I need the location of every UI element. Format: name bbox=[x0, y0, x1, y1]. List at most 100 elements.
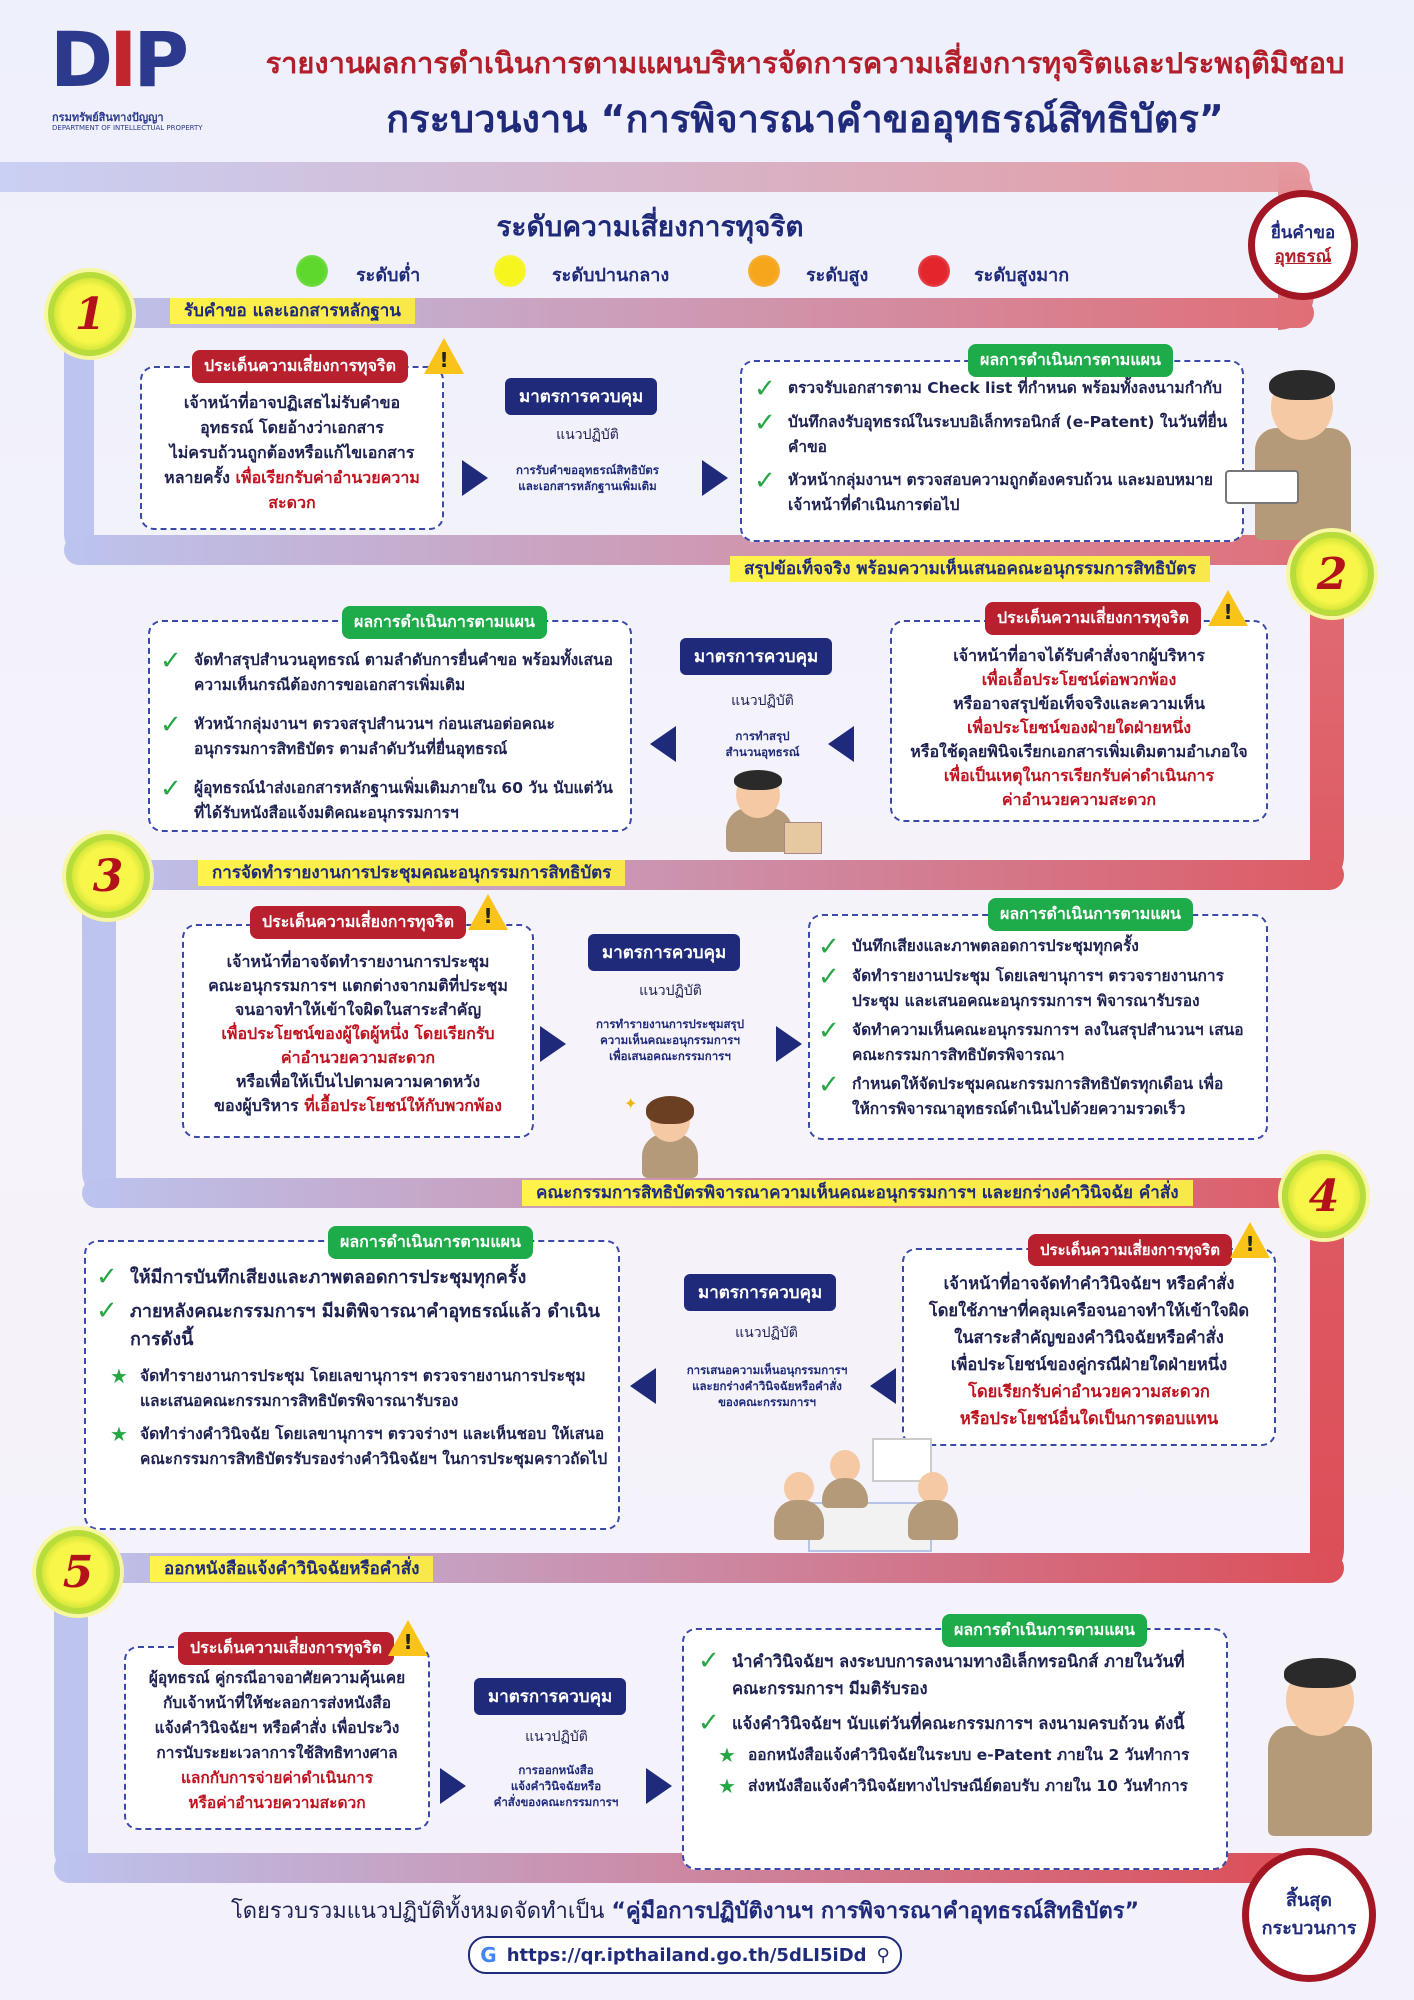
meeting-illustration bbox=[768, 1428, 968, 1548]
step-1-risk-badge: ประเด็นความเสี่ยงการทุจริต bbox=[192, 350, 408, 383]
process-title: กระบวนงาน “การพิจารณาคำขออุทธรณ์สิทธิบัต… bbox=[230, 88, 1380, 149]
step-2-guideline-label: แนวปฏิบัติ bbox=[680, 690, 845, 712]
qr-link[interactable]: G https://qr.ipthailand.go.th/5dLI5iDd ⚲ bbox=[468, 1936, 902, 1974]
legend-dot-high bbox=[748, 255, 780, 287]
step-4-result-badge: ผลการดำเนินการตามแผน bbox=[328, 1226, 533, 1259]
arrow-left-icon bbox=[870, 1368, 896, 1404]
star-icon: ★ bbox=[110, 1422, 140, 1446]
star-icon: ★ bbox=[718, 1774, 748, 1798]
step-4-risk-badge: ประเด็นความเสี่ยงการทุจริต bbox=[1028, 1234, 1232, 1266]
step-3-guideline-label: แนวปฏิบัติ bbox=[588, 980, 753, 1002]
step-3-risk-line: หรือเพื่อให้เป็นไปตามความคาดหวัง bbox=[190, 1070, 526, 1094]
result-item: ✓ให้มีการบันทึกเสียงและภาพตลอดการประชุมท… bbox=[96, 1264, 610, 1292]
result-item: ✓แจ้งคำวินิจฉัยฯ นับแต่วันที่คณะกรรมการฯ… bbox=[698, 1710, 1218, 1737]
step-5-circle: 5 bbox=[36, 1530, 120, 1614]
step-3-result-badge: ผลการดำเนินการตามแผน bbox=[988, 898, 1193, 931]
result-item: ✓จัดทำรายงานประชุม โดยเลขานุการฯ ตรวจราย… bbox=[818, 964, 1260, 1014]
sub-result-item: ★จัดทำร่างคำวินิจฉัย โดยเลขานุการฯ ตรวจร… bbox=[110, 1422, 610, 1472]
report-title: รายงานผลการดำเนินการตามแผนบริหารจัดการคว… bbox=[230, 40, 1380, 86]
step-2-risk-line: เจ้าหน้าที่อาจได้รับคำสั่งจากผู้บริหาร bbox=[898, 644, 1260, 668]
check-icon: ✓ bbox=[160, 648, 194, 674]
check-icon: ✓ bbox=[754, 468, 788, 494]
result-item: ✓ผู้อุทธรณ์นำส่งเอกสารหลักฐานเพิ่มเติมภา… bbox=[160, 776, 622, 826]
result-item: ✓บันทึกเสียงและภาพตลอดการประชุมทุกครั้ง bbox=[818, 934, 1260, 960]
step-3-risk-line: ของผู้บริหาร bbox=[214, 1096, 299, 1115]
step-4-guideline-text: การเสนอความเห็นอนุกรรมการฯ bbox=[656, 1362, 878, 1378]
step-4-risk-line: โดยใช้ภาษาที่คลุมเครือจนอาจทำให้เข้าใจผิ… bbox=[908, 1297, 1270, 1324]
result-item: ✓หัวหน้ากลุ่มงานฯ ตรวจสรุปสำนวนฯ ก่อนเสน… bbox=[160, 712, 622, 762]
arrow-right-icon bbox=[776, 1026, 802, 1062]
footer-note: โดยรวบรวมแนวปฏิบัติทั้งหมดจัดทำเป็น “คู่… bbox=[100, 1893, 1270, 1928]
legend-dot-low bbox=[296, 255, 328, 287]
step-4-guideline-label: แนวปฏิบัติ bbox=[684, 1322, 849, 1344]
step-4-label: คณะกรรมการสิทธิบัตรพิจารณาความเห็นคณะอนุ… bbox=[522, 1180, 1193, 1206]
legend-dot-medium bbox=[494, 255, 526, 287]
step-4-circle: 4 bbox=[1282, 1154, 1366, 1238]
step-1-guideline-text: การรับคำขออุทธรณ์สิทธิบัตร bbox=[490, 462, 685, 478]
step-3-result-box: ✓บันทึกเสียงและภาพตลอดการประชุมทุกครั้ง … bbox=[808, 914, 1268, 1140]
step-5-risk-line: หรือค่าอำนวยความสะดวก bbox=[128, 1791, 426, 1816]
check-icon: ✓ bbox=[818, 1072, 852, 1098]
step-4-control-badge: มาตรการควบคุม bbox=[684, 1274, 836, 1311]
warning-icon: ! bbox=[388, 1620, 428, 1658]
step-2-circle: 2 bbox=[1290, 532, 1374, 616]
step-2-risk-line: เพื่อเอื้อประโยชน์ต่อพวกพ้อง bbox=[898, 668, 1260, 692]
step-1-guideline-label: แนวปฏิบัติ bbox=[505, 424, 670, 446]
step-4-risk-line: ในสาระสำคัญของคำวินิจฉัยหรือคำสั่ง bbox=[908, 1324, 1270, 1351]
step-3-risk-line: คณะอนุกรรมการฯ แตกต่างจากมติที่ประชุม bbox=[190, 974, 526, 998]
check-icon: ✓ bbox=[818, 964, 852, 990]
footer-manual-title: “คู่มือการปฏิบัติงานฯ การพิจารณาคำอุทธรณ… bbox=[611, 1899, 1139, 1924]
star-icon: ★ bbox=[718, 1743, 748, 1767]
step-5-risk-line: แลกกับการจ่ายค่าดำเนินการ bbox=[128, 1766, 426, 1791]
warning-icon: ! bbox=[1208, 590, 1248, 628]
step-4-result-box: ✓ให้มีการบันทึกเสียงและภาพตลอดการประชุมท… bbox=[84, 1240, 620, 1530]
warning-icon: ! bbox=[468, 894, 508, 932]
step-1-risk-line: ไม่ครบถ้วนถูกต้องหรือแก้ไขเอกสาร bbox=[150, 440, 434, 465]
step-1-risk-line: หลายครั้ง bbox=[164, 468, 230, 487]
legend-label-very-high: ระดับสูงมาก bbox=[974, 260, 1069, 289]
step-1-risk-line: อุทธรณ์ โดยอ้างว่าเอกสาร bbox=[150, 415, 434, 440]
arrow-right-icon bbox=[462, 460, 488, 496]
qr-link-url[interactable]: https://qr.ipthailand.go.th/5dLI5iDd bbox=[507, 1945, 867, 1966]
start-ring: ยื่นคำขอ อุทธรณ์ bbox=[1248, 190, 1358, 300]
step-1-risk-box: เจ้าหน้าที่อาจปฏิเสธไม่รับคำขอ อุทธรณ์ โ… bbox=[140, 366, 444, 530]
result-item: ✓จัดทำสรุปสำนวนอุทธรณ์ ตามลำดับการยื่นคำ… bbox=[160, 648, 622, 698]
step-5-risk-line: กับเจ้าหน้าที่ให้ชะลอการส่งหนังสือ bbox=[128, 1691, 426, 1716]
result-item: ✓ภายหลังคณะกรรมการฯ มีมติพิจารณาคำอุทธรณ… bbox=[96, 1298, 610, 1354]
sub-result-item: ★ส่งหนังสือแจ้งคำวินิจฉัยทางไปรษณีย์ตอบร… bbox=[718, 1774, 1218, 1799]
search-icon: ⚲ bbox=[877, 1945, 890, 1966]
result-item: ✓จัดทำความเห็นคณะอนุกรรมการฯ ลงในสรุปสำน… bbox=[818, 1018, 1260, 1068]
result-item: ✓นำคำวินิจฉัยฯ ลงระบบการลงนามทางอิเล็กทร… bbox=[698, 1648, 1218, 1702]
step-4-guideline-text: ของคณะกรรมการฯ bbox=[656, 1394, 878, 1410]
step-3-guideline-text: ความเห็นคณะอนุกรรมการฯ bbox=[570, 1032, 770, 1048]
result-item: ✓ตรวจรับเอกสารตาม Check list ที่กำหนด พร… bbox=[754, 376, 1230, 402]
legend-title: ระดับความเสี่ยงการทุจริต bbox=[400, 205, 900, 249]
step-1-control-badge: มาตรการควบคุม bbox=[505, 378, 657, 415]
sub-result-item: ★จัดทำรายงานการประชุม โดยเลขานุการฯ ตรวจ… bbox=[110, 1364, 610, 1414]
step-4-risk-line: เจ้าหน้าที่อาจจัดทำคำวินิจฉัยฯ หรือคำสั่… bbox=[908, 1270, 1270, 1297]
step-5-risk-badge: ประเด็นความเสี่ยงการทุจริต bbox=[178, 1632, 394, 1665]
legend-dot-very-high bbox=[918, 255, 950, 287]
step-4-risk-line: โดยเรียกรับค่าอำนวยความสะดวก bbox=[908, 1378, 1270, 1405]
step-2-risk-line: หรือใช้ดุลยพินิจเรียกเอกสารเพิ่มเติมตามอ… bbox=[898, 740, 1260, 764]
arrow-right-icon bbox=[646, 1768, 672, 1804]
check-icon: ✓ bbox=[754, 410, 788, 436]
step-2-guideline-text: สำนวนอุทธรณ์ bbox=[680, 744, 845, 760]
check-icon: ✓ bbox=[698, 1710, 732, 1736]
officer-illustration bbox=[700, 772, 820, 852]
step-3-circle: 3 bbox=[66, 834, 150, 918]
result-item: ✓บันทึกลงรับอุทธรณ์ในระบบอิเล็กทรอนิกส์ … bbox=[754, 410, 1230, 460]
step-2-risk-badge: ประเด็นความเสี่ยงการทุจริต bbox=[985, 602, 1201, 635]
step-3-control-badge: มาตรการควบคุม bbox=[588, 934, 740, 971]
step-5-risk-line: ผู้อุทธรณ์ คู่กรณีอาจอาศัยความคุ้นเคย bbox=[128, 1666, 426, 1691]
step-5-result-badge: ผลการดำเนินการตามแผน bbox=[942, 1614, 1147, 1647]
start-line2: อุทธรณ์ bbox=[1275, 245, 1332, 269]
officer-illustration: ✦ bbox=[630, 1094, 710, 1178]
step-1-label: รับคำขอ และเอกสารหลักฐาน bbox=[170, 298, 415, 324]
step-3-guideline-text: การทำรายงานการประชุมสรุป bbox=[570, 1016, 770, 1032]
end-line1: สิ้นสุด bbox=[1286, 1887, 1332, 1915]
step-4-risk-box: เจ้าหน้าที่อาจจัดทำคำวินิจฉัยฯ หรือคำสั่… bbox=[902, 1248, 1276, 1446]
risk-legend: ระดับต่ำ ระดับปานกลาง ระดับสูง ระดับสูงม… bbox=[296, 255, 1116, 289]
legend-label-low: ระดับต่ำ bbox=[356, 260, 420, 289]
step-3-guideline-text: เพื่อเสนอคณะกรรมการฯ bbox=[570, 1048, 770, 1064]
